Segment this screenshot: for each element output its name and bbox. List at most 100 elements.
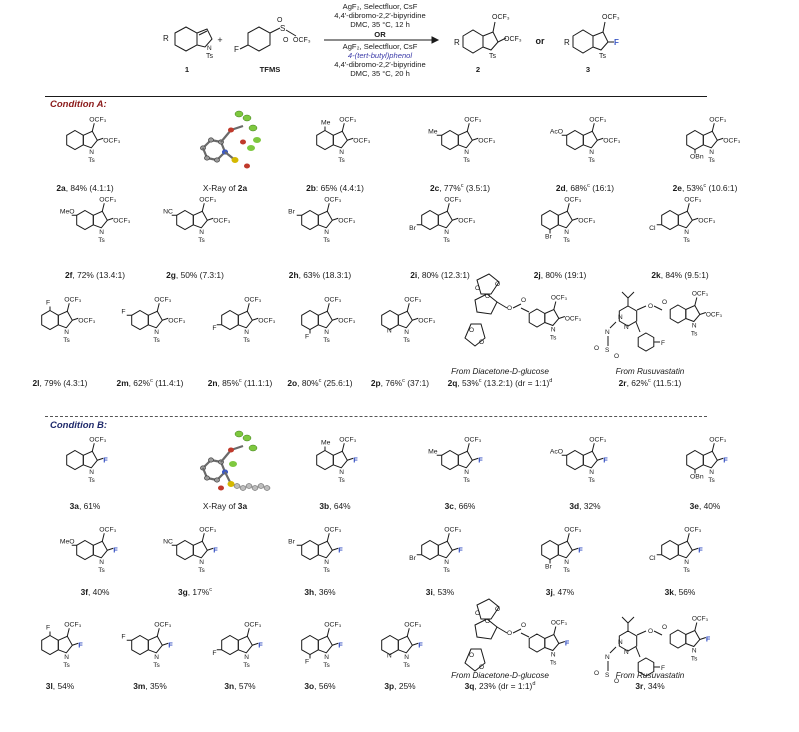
five-ring xyxy=(582,130,598,149)
ring xyxy=(669,304,687,324)
nitrogen-label: N xyxy=(589,469,594,476)
bond xyxy=(692,217,699,221)
fluorine-label: F xyxy=(478,455,483,464)
ocf3-label: OCF₃ xyxy=(324,296,341,303)
bond xyxy=(412,642,419,646)
xray-structure xyxy=(200,110,261,169)
bond xyxy=(97,457,104,461)
substituent-label: MeO xyxy=(60,538,75,545)
compound-id: 2j xyxy=(533,270,541,280)
fluorine-label: F xyxy=(418,640,423,649)
caption-yield: , 56% xyxy=(314,681,336,691)
atom-label: O xyxy=(521,622,526,629)
xray-fluorine xyxy=(229,461,237,467)
atom-label: O xyxy=(495,606,500,613)
bond xyxy=(627,616,635,624)
caption-yield: , 76% xyxy=(380,378,403,388)
five-ring xyxy=(317,210,333,229)
atom-label: N xyxy=(624,649,629,656)
five-ring xyxy=(702,450,718,469)
substituent-label: Me xyxy=(428,128,438,135)
svg-text:OCF₃: OCF₃ xyxy=(602,14,620,21)
ocf3-label: OCF₃ xyxy=(444,196,461,203)
compound-caption: 2b: 65% (4.4:1) xyxy=(306,183,364,193)
bond xyxy=(686,203,690,212)
benzene-ring xyxy=(76,209,94,231)
five-ring xyxy=(332,130,348,149)
atom-label: O xyxy=(469,327,474,334)
caption-ratio: (10.6:1) xyxy=(706,183,738,193)
xray-carbon xyxy=(251,485,259,491)
bond xyxy=(558,316,565,319)
compound-caption: 3b, 64% xyxy=(319,501,350,511)
ocf3-label: OCF₃ xyxy=(199,196,216,203)
caption-yield: , 62% xyxy=(128,378,151,388)
bond xyxy=(406,303,410,312)
five-ring xyxy=(685,629,701,648)
compound-id: 3b xyxy=(319,501,330,511)
compound-caption: 2o, 80%c (25.6:1) xyxy=(287,378,352,388)
substituent-label: F xyxy=(305,659,309,666)
label-2: 2 xyxy=(475,65,481,74)
benzene-ring xyxy=(528,633,546,653)
nitrogen-label: N xyxy=(324,654,329,661)
substituent-label: F xyxy=(212,650,216,657)
substituent-label: AcO xyxy=(550,128,563,135)
atom-label: Ts xyxy=(550,660,557,667)
nitrogen-label: N xyxy=(324,559,329,566)
compound-caption: X-Ray of 3a xyxy=(203,501,247,511)
nitrogen-label: N xyxy=(404,654,409,661)
ocf3-label: OCF₃ xyxy=(78,317,95,324)
caption-yield: , 79% (4.3:1) xyxy=(39,378,88,388)
atom-label: O xyxy=(662,299,667,306)
bond xyxy=(406,628,410,637)
compound-caption: 2j, 80% (19:1) xyxy=(534,270,587,280)
ts-label: Ts xyxy=(708,157,715,164)
xray-carbon xyxy=(214,157,220,163)
ocf3-label: OCF₃ xyxy=(99,526,116,533)
bond xyxy=(636,630,647,636)
bond xyxy=(597,137,604,141)
bond xyxy=(636,305,647,311)
xray-structure xyxy=(200,430,271,491)
bond xyxy=(326,628,330,637)
five-ring xyxy=(437,210,453,229)
atom-label: O xyxy=(521,297,526,304)
bond xyxy=(72,642,79,646)
atom-label: Ts xyxy=(550,335,557,342)
substituent-label: F xyxy=(305,334,309,341)
atom-label: OCF₃ xyxy=(692,616,709,623)
fluorine-label: F xyxy=(113,545,118,554)
compound-id: 3j xyxy=(545,587,553,597)
ring xyxy=(637,332,655,352)
nitrogen-label: N xyxy=(154,329,159,336)
compound-caption: 3d, 32% xyxy=(569,501,600,511)
atom-label: O xyxy=(594,670,599,677)
compound-id: 3i xyxy=(425,587,433,597)
ts-label: Ts xyxy=(88,157,95,164)
compound-caption: 3h, 36% xyxy=(304,587,335,597)
bond xyxy=(452,217,459,221)
five-ring xyxy=(544,633,560,652)
compound-id: 3r xyxy=(635,681,644,691)
bond xyxy=(591,443,595,452)
atom-label: N xyxy=(605,329,610,336)
ocf3-label: OCF₃ xyxy=(684,196,701,203)
benzene-ring xyxy=(686,129,704,151)
compound-caption: 2c, 77%c (3.5:1) xyxy=(430,183,490,193)
benzene-ring xyxy=(441,449,459,471)
caption-ratio: (11.1:1) xyxy=(241,378,273,388)
compound-id: 2r xyxy=(618,378,627,388)
bond xyxy=(566,203,570,212)
fluorine-label: F xyxy=(603,455,608,464)
nitrogen-label: N xyxy=(404,329,409,336)
ts-label: Ts xyxy=(98,567,105,574)
xray-fluorine xyxy=(248,444,258,452)
r-label: R xyxy=(163,34,169,43)
